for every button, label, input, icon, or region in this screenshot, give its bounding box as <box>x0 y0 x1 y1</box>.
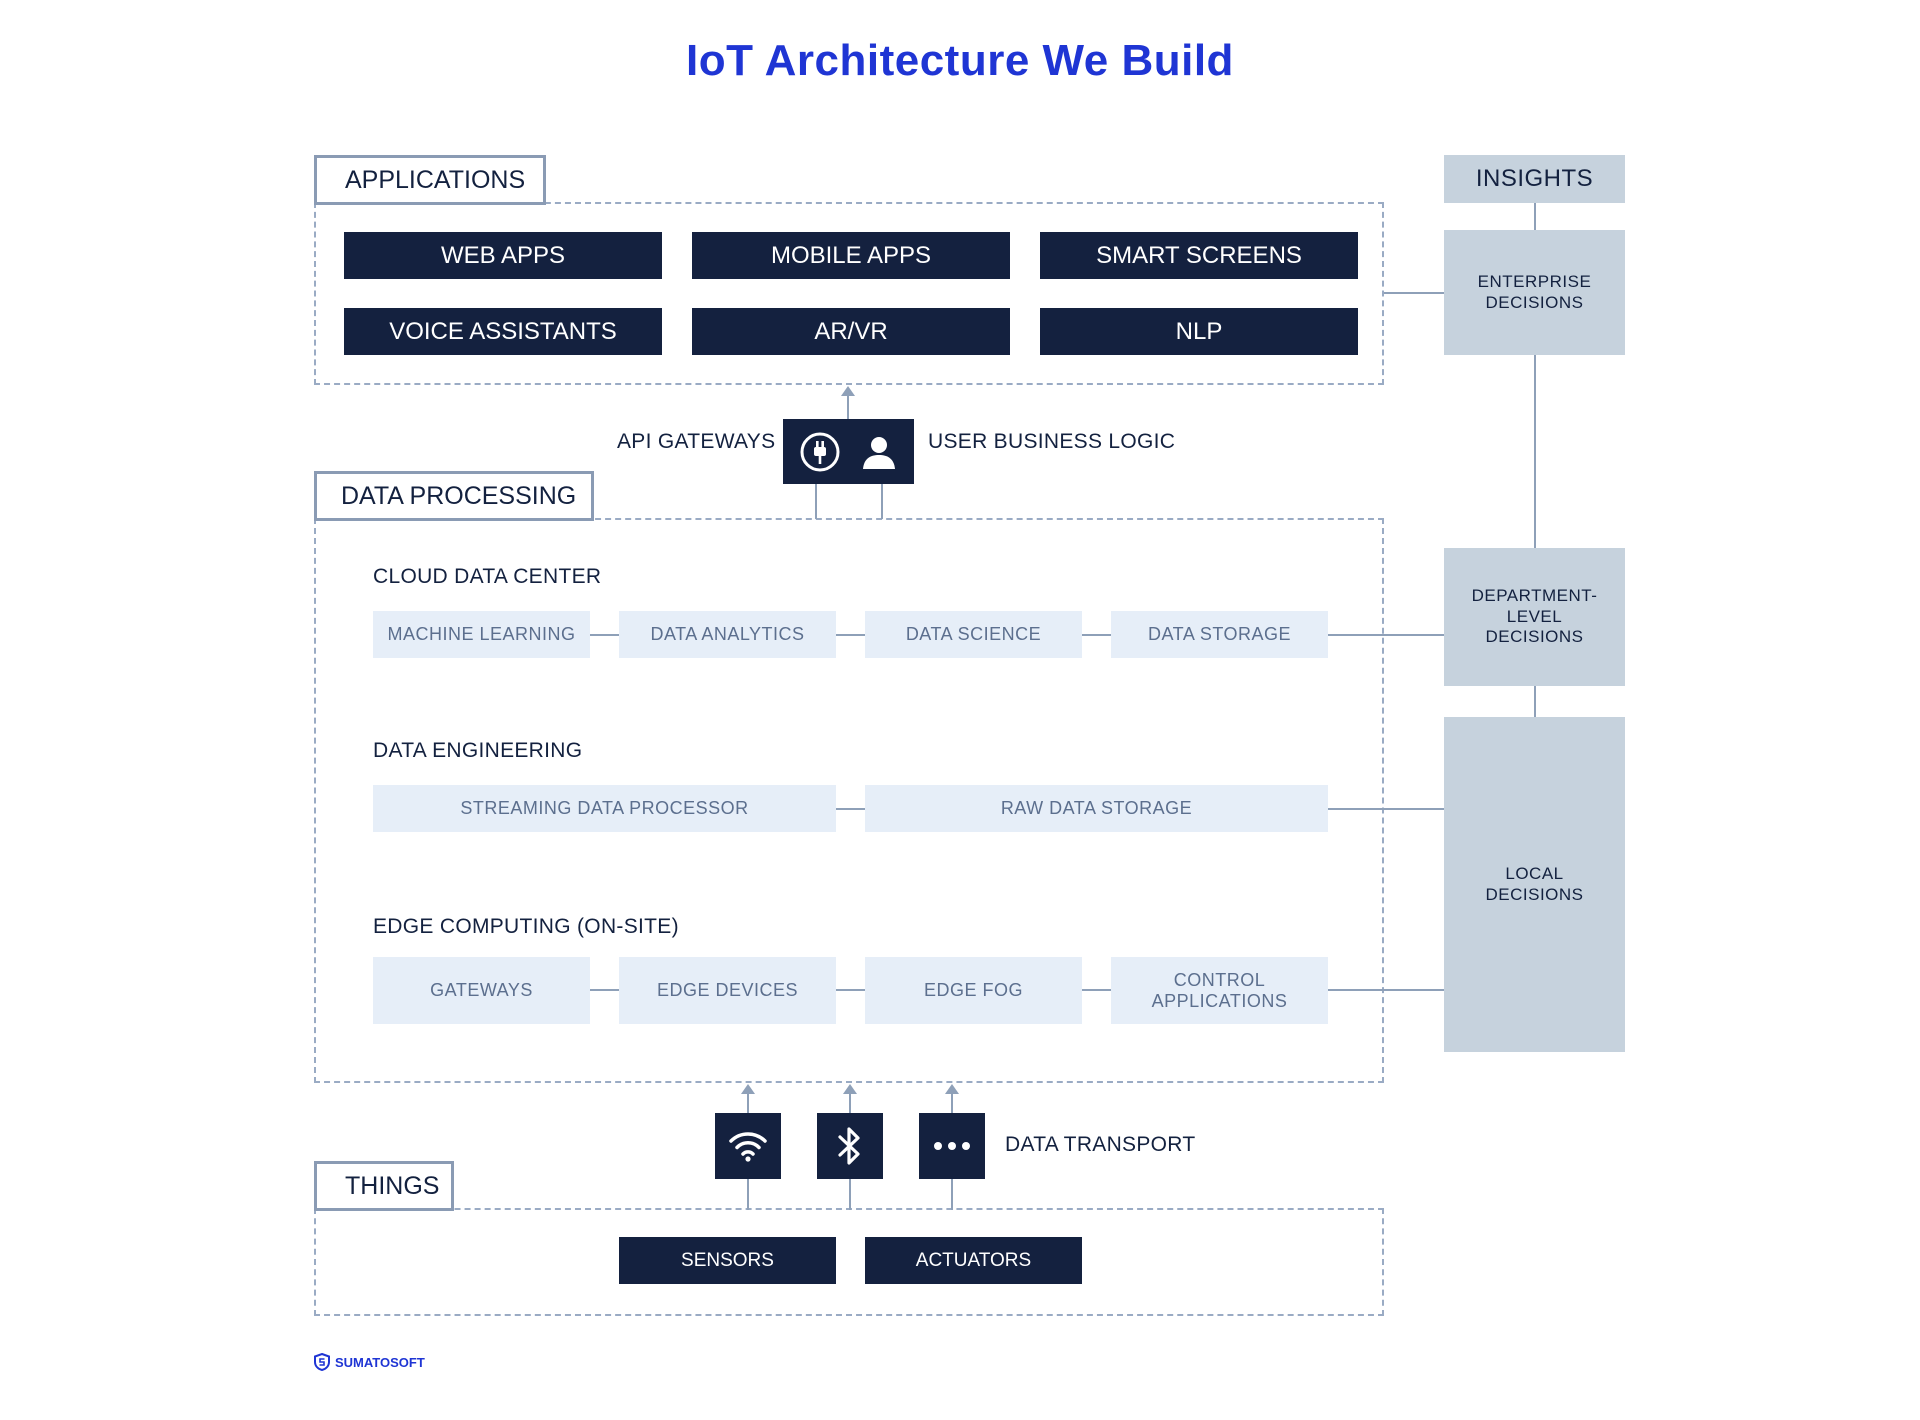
plug-icon <box>799 431 841 473</box>
cloud-data-analytics: DATA ANALYTICS <box>619 611 836 658</box>
applications-to-enterprise-line <box>1384 292 1446 294</box>
things-label: THINGS <box>314 1161 454 1211</box>
transport-up-line-3 <box>951 1092 953 1113</box>
insight-local-decisions: LOCAL DECISIONS <box>1444 717 1625 1052</box>
transport-arrowhead-2 <box>843 1084 857 1094</box>
things-container <box>314 1208 1384 1316</box>
edge-fog: EDGE FOG <box>865 957 1082 1024</box>
raw-data-storage: RAW DATA STORAGE <box>865 785 1328 832</box>
cloud-data-center-title: CLOUD DATA CENTER <box>373 565 602 588</box>
transport-more <box>919 1113 985 1179</box>
app-voice-assistants: VOICE ASSISTANTS <box>344 308 662 355</box>
applications-container <box>314 202 1384 385</box>
cloud-data-storage: DATA STORAGE <box>1111 611 1328 658</box>
transport-up-line-2 <box>849 1092 851 1113</box>
insight-enterprise-decisions: ENTERPRISE DECISIONS <box>1444 230 1625 355</box>
user-icon <box>859 432 899 472</box>
transport-down-line-3 <box>951 1179 953 1210</box>
app-ar-vr: AR/VR <box>692 308 1010 355</box>
transport-wifi <box>715 1113 781 1179</box>
data-processing-container <box>314 518 1384 1083</box>
transport-bluetooth <box>817 1113 883 1179</box>
app-smart-screens: SMART SCREENS <box>1040 232 1358 279</box>
user-business-logic-label: USER BUSINESS LOGIC <box>928 430 1176 453</box>
app-mobile-apps: MOBILE APPS <box>692 232 1010 279</box>
wifi-icon <box>728 1128 768 1164</box>
bluetooth-icon <box>837 1125 863 1167</box>
edge-control-applications: CONTROL APPLICATIONS <box>1111 957 1328 1024</box>
insights-header: INSIGHTS <box>1444 155 1625 203</box>
transport-down-line-1 <box>747 1179 749 1210</box>
transport-arrowhead-3 <box>945 1084 959 1094</box>
app-nlp: NLP <box>1040 308 1358 355</box>
api-gateways-label: API GATEWAYS <box>617 430 776 453</box>
transport-down-line-2 <box>849 1179 851 1210</box>
api-down-line-2 <box>881 484 883 519</box>
app-web-apps: WEB APPS <box>344 232 662 279</box>
data-transport-label: DATA TRANSPORT <box>1005 1133 1196 1156</box>
page-title: IoT Architecture We Build <box>686 36 1234 85</box>
brand-name: SUMATOSOFT <box>335 1354 425 1370</box>
api-arrow-line <box>847 392 849 419</box>
api-arrowhead <box>841 386 855 396</box>
shield-logo-icon <box>314 1353 330 1371</box>
data-processing-label: DATA PROCESSING <box>314 471 594 521</box>
things-actuators: ACTUATORS <box>865 1237 1082 1284</box>
api-icon-panel <box>783 419 914 484</box>
data-engineering-title: DATA ENGINEERING <box>373 739 583 762</box>
edge-computing-title: EDGE COMPUTING (ON-SITE) <box>373 915 679 938</box>
edge-devices: EDGE DEVICES <box>619 957 836 1024</box>
brand-logo: SUMATOSOFT <box>314 1353 425 1371</box>
api-down-line-1 <box>815 484 817 519</box>
more-icon <box>932 1141 972 1151</box>
transport-up-line-1 <box>747 1092 749 1113</box>
transport-arrowhead-1 <box>741 1084 755 1094</box>
things-sensors: SENSORS <box>619 1237 836 1284</box>
streaming-data-processor: STREAMING DATA PROCESSOR <box>373 785 836 832</box>
cloud-machine-learning: MACHINE LEARNING <box>373 611 590 658</box>
insights-vertical-line <box>1534 200 1536 720</box>
insight-department-decisions: DEPARTMENT- LEVEL DECISIONS <box>1444 548 1625 686</box>
cloud-data-science: DATA SCIENCE <box>865 611 1082 658</box>
edge-gateways: GATEWAYS <box>373 957 590 1024</box>
applications-label: APPLICATIONS <box>314 155 546 205</box>
